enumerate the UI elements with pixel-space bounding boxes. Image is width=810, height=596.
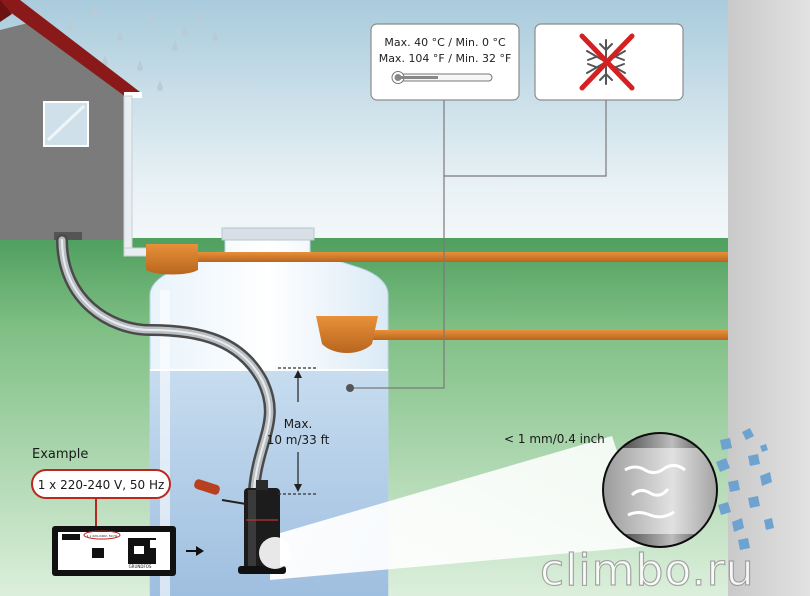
callout-dot (346, 384, 354, 392)
thermometer-icon (391, 71, 493, 84)
depth-indicator: Max. 10 m/33 ft (267, 367, 330, 495)
arrow-right-icon (186, 546, 204, 556)
nameplate-brand: GRUNDFOS (129, 564, 152, 569)
example-title: Example (32, 447, 88, 462)
temperature-celsius: Max. 40 °C / Min. 0 °C (384, 36, 506, 49)
frost-callout (534, 23, 684, 101)
particle-magnifier (602, 432, 718, 548)
pump-nameplate: 1 x 220-240V, 50 Hz GRUNDFOS (52, 526, 176, 576)
ice-cubes (716, 428, 774, 550)
pipes (146, 244, 728, 353)
magnify-beam (270, 436, 648, 580)
temperature-callout: Max. 40 °C / Min. 0 °C Max. 104 °F / Min… (370, 23, 520, 101)
particle-size-label: < 1 mm/0.4 inch (504, 432, 605, 446)
watermark: climbo.ru (540, 545, 755, 596)
depth-max-label: Max. (284, 417, 313, 431)
nameplate-code: 1 x 220-240V, 50 Hz (87, 534, 118, 538)
example-section: Example 1 x 220-240 V, 50 Hz 1 x 220-240… (31, 447, 204, 576)
house (0, 0, 155, 257)
no-frost-icon (579, 33, 635, 91)
side-wall (728, 0, 810, 596)
callout-lines (352, 100, 607, 389)
depth-value-label: 10 m/33 ft (267, 433, 330, 447)
example-voltage: 1 x 220-240 V, 50 Hz (38, 478, 165, 492)
pump-cable (56, 234, 276, 496)
temperature-fahrenheit: Max. 104 °F / Min. 32 °F (379, 52, 512, 65)
